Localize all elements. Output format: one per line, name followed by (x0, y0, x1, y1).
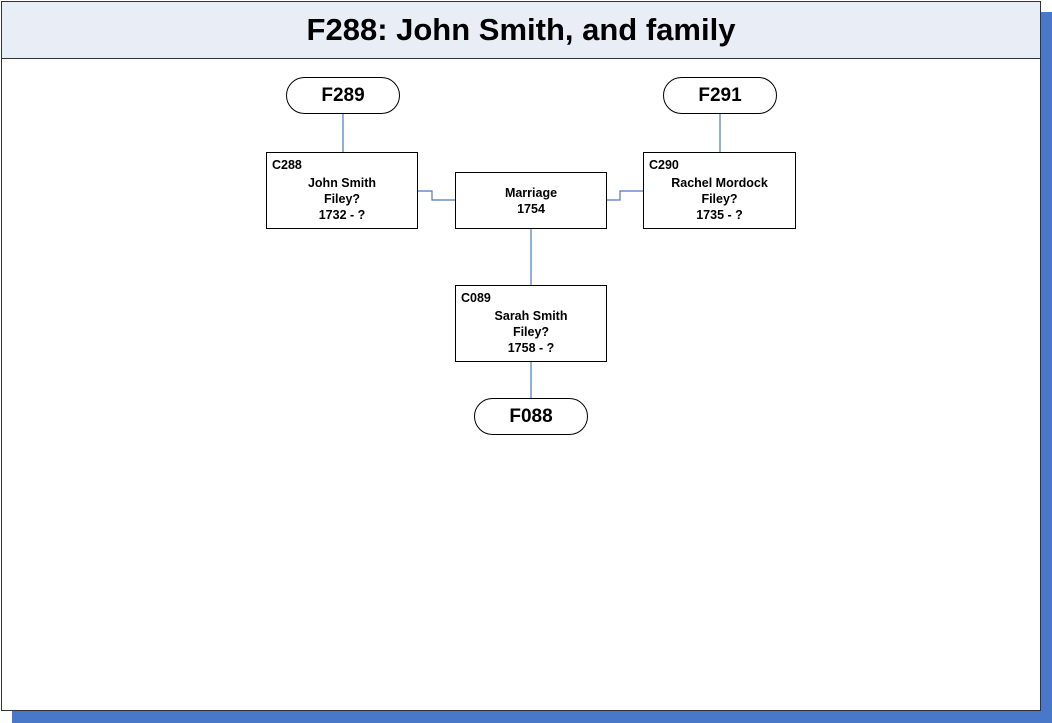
person-box-wife[interactable]: C290 Rachel Mordock Filey? 1735 - ? (643, 152, 796, 229)
family-link-f291[interactable]: F291 (663, 77, 777, 114)
family-link-label: F291 (698, 84, 742, 106)
marriage-label: Marriage (504, 185, 558, 200)
person-dates: 1758 - ? (507, 341, 555, 355)
person-place: Filey? (323, 192, 361, 206)
connector-husband-marriage (417, 190, 455, 201)
person-name: Rachel Mordock (671, 176, 768, 190)
person-place: Filey? (512, 325, 550, 339)
family-link-f088[interactable]: F088 (474, 398, 588, 435)
person-id: C288 (272, 158, 302, 172)
marriage-box[interactable]: Marriage 1754 (455, 172, 607, 229)
person-place: Filey? (701, 192, 738, 206)
family-link-label: F289 (321, 84, 365, 106)
person-id: C089 (461, 291, 491, 305)
person-box-husband[interactable]: C288 John Smith Filey? 1732 - ? (266, 152, 418, 229)
title-bar: F288: John Smith, and family (2, 2, 1040, 59)
connector-wife-marriage (606, 190, 643, 201)
person-dates: 1735 - ? (696, 208, 743, 222)
person-box-child[interactable]: C089 Sarah Smith Filey? 1758 - ? (455, 285, 607, 362)
person-name: Sarah Smith (494, 309, 568, 323)
page-title: F288: John Smith, and family (306, 12, 736, 47)
marriage-year: 1754 (517, 201, 545, 216)
person-id: C290 (649, 158, 679, 172)
family-link-f289[interactable]: F289 (286, 77, 400, 114)
person-dates: 1732 - ? (318, 208, 366, 222)
family-link-label: F088 (509, 405, 553, 427)
connector-lines (342, 114, 721, 398)
chart-page: F288: John Smith, and family F289 F291 C… (1, 1, 1041, 711)
person-name: John Smith (307, 176, 377, 190)
